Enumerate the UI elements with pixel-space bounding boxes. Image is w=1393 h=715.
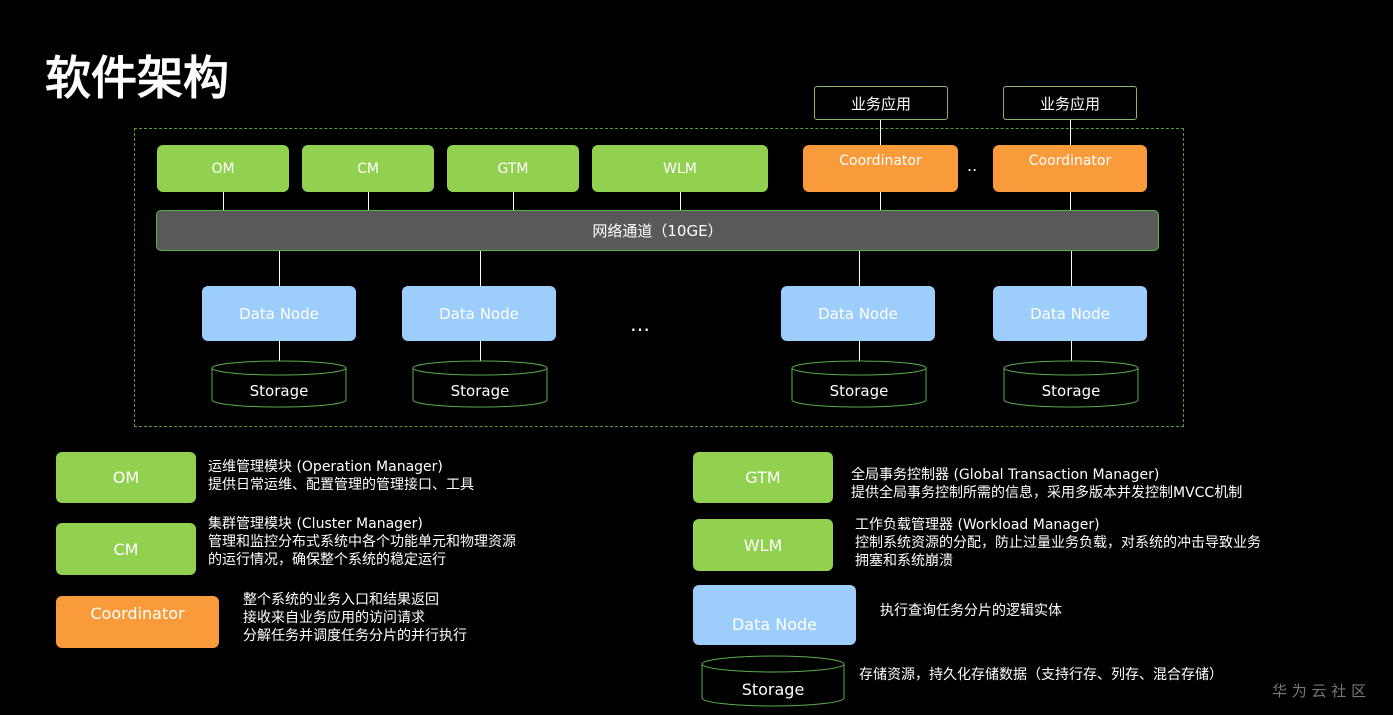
coordinator-module-2: Coordinator [993, 145, 1147, 192]
architecture-frame [134, 128, 1184, 427]
page-title: 软件架构 [45, 51, 229, 105]
coordinator-module-1: Coordinator [803, 145, 958, 192]
gtm-module: GTM [447, 145, 579, 192]
wlm-module: WLM [592, 145, 768, 192]
storage-1: Storage [211, 360, 347, 408]
watermark: 华 为 云 社 区 [1272, 682, 1367, 700]
coordinator-ellipsis: .. [967, 156, 978, 175]
legend-cm-desc: 集群管理模块 (Cluster Manager)管理和监控分布式系统中各个功能单… [208, 516, 516, 568]
legend-cm-box: CM [56, 523, 196, 575]
legend-storage-desc: 存储资源，持久化存储数据（支持行存、列存、混合存储） [859, 667, 1223, 683]
network-channel: 网络通道（10GE） [156, 210, 1159, 251]
storage-2: Storage [412, 360, 548, 408]
legend-wlm-box: WLM [693, 519, 833, 571]
business-app-2: 业务应用 [1003, 86, 1137, 120]
data-node-2: Data Node [402, 286, 556, 341]
legend-coordinator-desc: 整个系统的业务入口和结果返回接收来自业务应用的访问请求分解任务并调度任务分片的并… [243, 592, 467, 644]
data-node-4: Data Node [993, 286, 1147, 341]
om-module: OM [157, 145, 289, 192]
data-node-3: Data Node [781, 286, 935, 341]
legend-om-desc: 运维管理模块 (Operation Manager)提供日常运维、配置管理的管理… [208, 459, 474, 493]
business-app-1: 业务应用 [814, 86, 948, 120]
legend-data-node-desc: 执行查询任务分片的逻辑实体 [880, 603, 1062, 619]
legend-om-box: OM [56, 452, 196, 503]
storage-4: Storage [1003, 360, 1139, 408]
cm-module: CM [302, 145, 434, 192]
legend-gtm-desc: 全局事务控制器 (Global Transaction Manager)提供全局… [851, 467, 1243, 501]
data-node-1: Data Node [202, 286, 356, 341]
data-node-ellipsis: … [630, 312, 650, 336]
storage-3: Storage [791, 360, 927, 408]
legend-coordinator-box: Coordinator [56, 596, 219, 648]
legend-data-node-box: Data Node [693, 585, 856, 645]
legend-gtm-box: GTM [693, 452, 833, 503]
legend-wlm-desc: 工作负载管理器 (Workload Manager)控制系统资源的分配，防止过量… [855, 517, 1261, 569]
legend-storage: Storage [701, 655, 845, 707]
